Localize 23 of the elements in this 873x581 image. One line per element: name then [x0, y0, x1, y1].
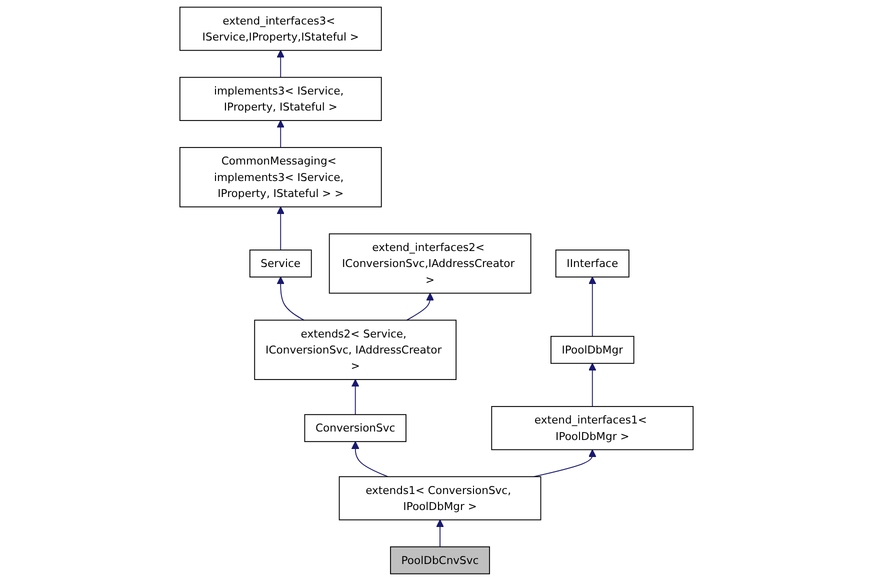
arrow	[276, 120, 285, 148]
node-box: implements3< IService, IProperty, IStateful >	[179, 76, 382, 121]
arrow	[436, 519, 444, 548]
arrow	[276, 50, 285, 78]
arrow	[588, 276, 596, 337]
node-box: extends1< ConversionSvc, IPoolDbMgr >	[338, 476, 542, 520]
arrow	[406, 292, 434, 321]
node-box: extend_interfaces1< IPoolDbMgr >	[491, 406, 694, 450]
arrow	[351, 379, 360, 416]
arrow	[276, 206, 285, 250]
arrow	[351, 441, 388, 478]
node-box: extend_interfaces3< IService,IProperty,IStateful >	[179, 6, 382, 51]
node-box: IPoolDbMgr	[550, 336, 634, 364]
node-box: ConversionSvc	[304, 414, 406, 442]
arrow	[533, 449, 596, 478]
node-box: PoolDbCnvSvc	[390, 546, 490, 574]
node-box: extends2< Service, IConversionSvc, IAddressCreator >	[254, 320, 457, 380]
node-box: extend_interfaces2< IConversionSvc,IAddressCreator >	[328, 233, 532, 294]
node-box: IInterface	[555, 250, 630, 278]
arrow	[588, 363, 596, 407]
node-box: Service	[249, 250, 312, 278]
arrow	[276, 276, 304, 321]
node-box: CommonMessaging< implements3< IService, IProperty, IStateful > >	[179, 147, 382, 208]
